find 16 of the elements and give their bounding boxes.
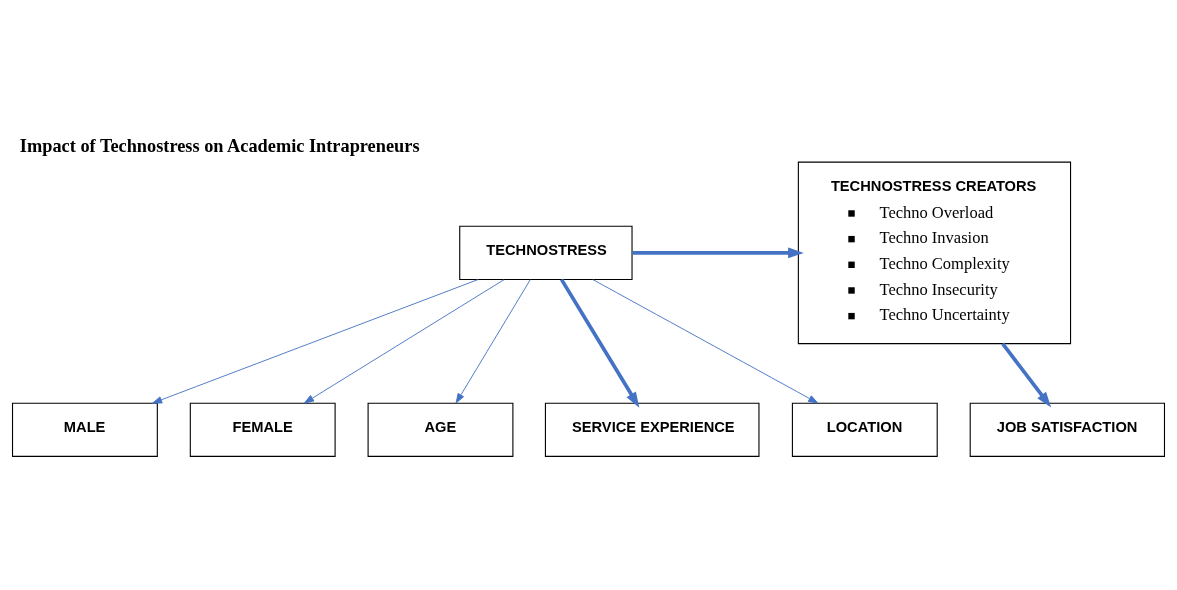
arrow: [152, 278, 479, 404]
node-box: FEMALE: [189, 402, 336, 457]
node-box: LOCATION: [791, 402, 938, 457]
arrow: [592, 278, 819, 403]
arrow: [560, 278, 640, 408]
node-box: JOB SATISFACTION: [969, 402, 1166, 457]
diagram-title: Impact of Technostress on Academic Intrapreneurs: [19, 135, 420, 156]
arrow: [455, 278, 531, 403]
node-box: MALE: [11, 402, 158, 457]
arrow: [1001, 342, 1052, 408]
arrow: [632, 246, 804, 258]
arrow: [303, 278, 505, 403]
node-box: TECHNOSTRESS: [459, 225, 633, 280]
node-box: TECHNOSTRESS CREATORS Techno Overload Techno Invasion Techno Complexity Techno Insecurity Techno Uncertainty: [797, 161, 1072, 344]
node-box: AGE: [367, 402, 514, 457]
node-box: SERVICE EXPERIENCE: [544, 402, 760, 457]
